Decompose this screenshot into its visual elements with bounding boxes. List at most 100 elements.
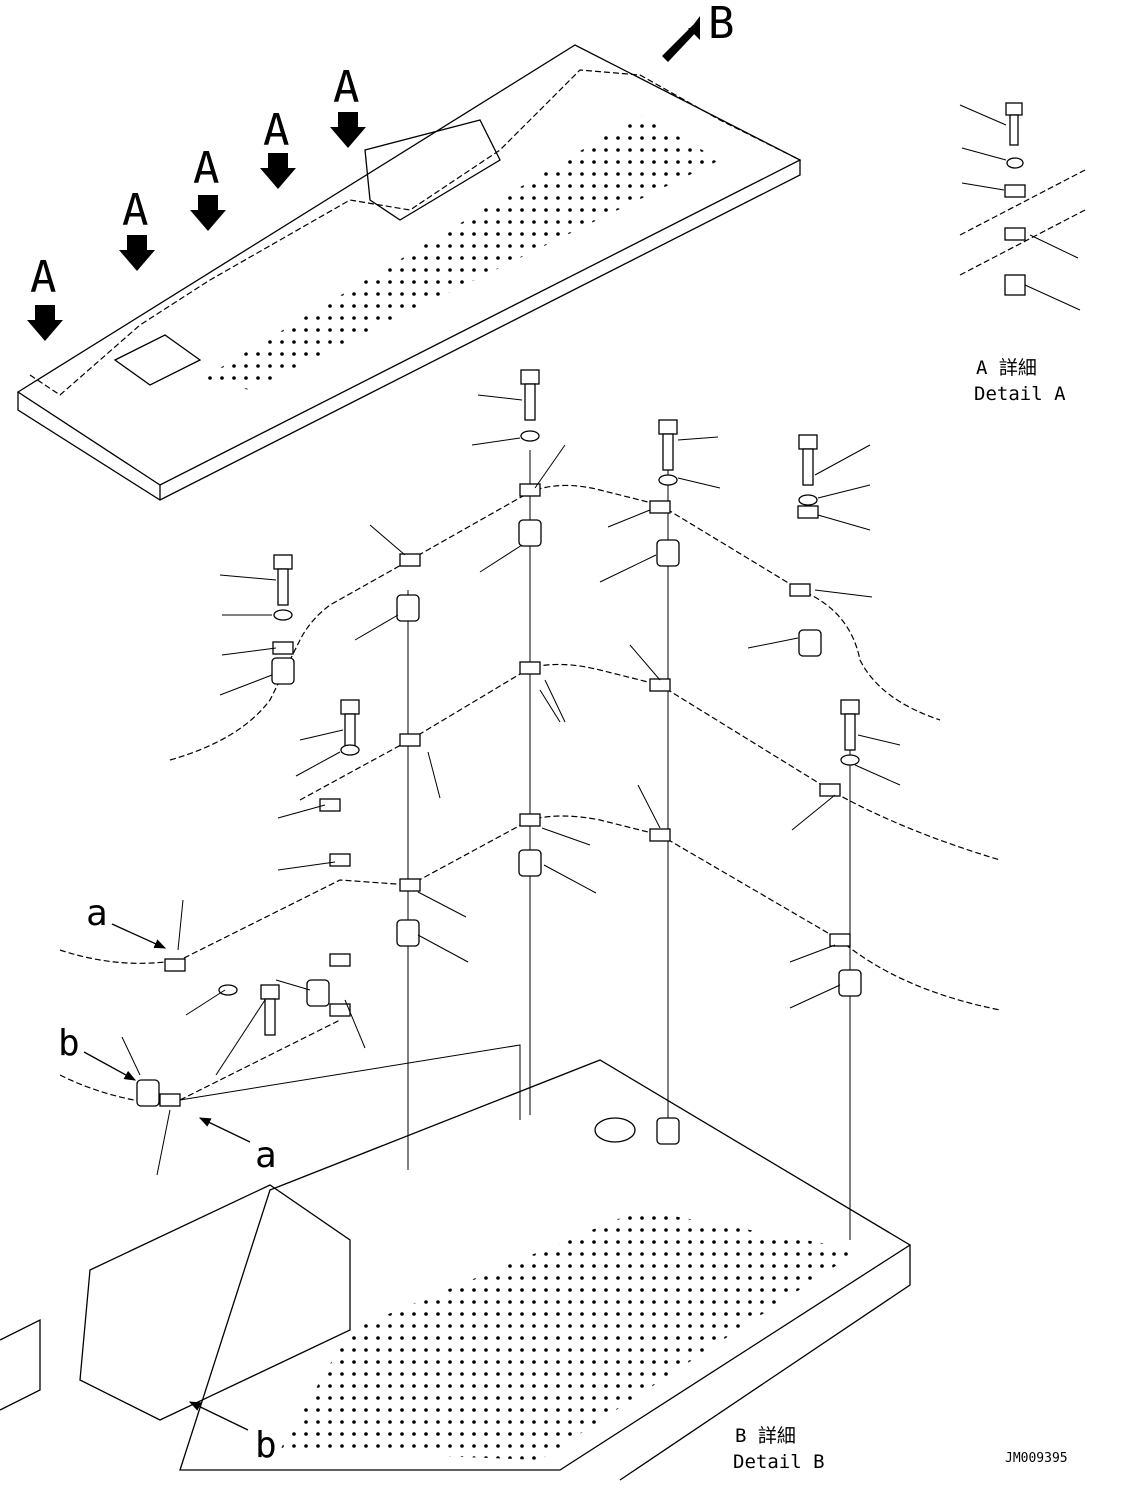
detail-a-label-en: Detail A <box>974 383 1066 405</box>
leader-line <box>479 544 523 573</box>
leader-line <box>789 944 836 963</box>
leader-line <box>177 899 184 951</box>
spacer-collar <box>518 849 542 877</box>
leader-line <box>629 644 661 681</box>
callout-small-a-2: a <box>255 1135 277 1176</box>
callout-arrow <box>111 923 167 949</box>
bolt-shank <box>264 998 276 1036</box>
callout-a-3: A <box>193 143 220 194</box>
leader-line <box>599 554 657 583</box>
detail-b-label-en: Detail B <box>733 1451 825 1473</box>
callout-arrow <box>188 1401 249 1431</box>
clamp <box>519 483 541 497</box>
washer <box>340 744 360 756</box>
view-a-arrow <box>330 112 366 148</box>
view-a-arrow <box>190 195 226 231</box>
leader-line <box>854 764 901 786</box>
clamp <box>819 783 841 797</box>
junction-box <box>79 1184 351 1421</box>
callout-arrow <box>83 1051 137 1081</box>
leader-line <box>677 436 719 441</box>
clamp <box>399 733 421 747</box>
top-panel <box>16 44 802 501</box>
washer <box>840 754 860 766</box>
leader-line <box>185 989 226 1016</box>
bolt-head <box>273 554 293 570</box>
bolt-shank <box>524 383 536 421</box>
leader-line <box>747 637 799 649</box>
callout-a-4: A <box>263 105 290 156</box>
callout-b: B <box>708 0 735 49</box>
washer <box>218 984 238 996</box>
callout-small-a-1: a <box>86 893 108 934</box>
callout-a-5: A <box>333 62 360 113</box>
washer <box>273 609 293 621</box>
clamp <box>797 505 819 519</box>
bolt-shank <box>277 568 289 606</box>
clamp <box>329 853 351 867</box>
leader-line <box>637 784 661 829</box>
clamp <box>519 661 541 675</box>
clamp <box>829 933 851 947</box>
spacer-collar <box>136 1079 160 1107</box>
view-a-callouts <box>27 112 366 341</box>
clamp <box>329 953 351 967</box>
clamp <box>164 958 186 972</box>
leader-line <box>277 804 326 819</box>
spacer-collar <box>656 539 680 567</box>
callout-small-b-2: b <box>255 1425 277 1466</box>
spacer-collar <box>396 919 420 947</box>
spacer-collar <box>306 979 330 1007</box>
detail-a-label-jp: A 詳細 <box>976 357 1037 379</box>
leader-line <box>541 827 591 846</box>
leader-line <box>607 509 651 528</box>
spacer-collar <box>518 519 542 547</box>
leader-line <box>344 999 366 1049</box>
leader-line <box>539 689 561 723</box>
callout-arrow <box>198 1117 251 1143</box>
leader-line <box>471 437 521 446</box>
spacer-collar <box>396 594 420 622</box>
clamp <box>399 553 421 567</box>
bolt-head <box>260 984 280 1000</box>
bolt-head <box>840 699 860 715</box>
clamp <box>159 1093 181 1107</box>
leader-line <box>677 477 721 489</box>
bolt-head <box>520 369 540 385</box>
leader-line <box>544 679 566 723</box>
leader-line <box>857 734 901 746</box>
bolt-head <box>340 699 360 715</box>
bolt-head <box>658 419 678 435</box>
clamp <box>519 813 541 827</box>
clamp <box>649 828 671 842</box>
leader-line <box>156 1109 171 1176</box>
washer <box>658 474 678 486</box>
view-b-arrow <box>662 16 700 62</box>
washer <box>798 494 818 506</box>
bolt-shank <box>662 433 674 471</box>
top-harness <box>29 69 801 396</box>
view-a-arrow <box>260 153 296 189</box>
leader-line <box>295 751 341 777</box>
leader-line <box>299 729 344 741</box>
bolt-shank <box>802 448 814 486</box>
leader-line <box>275 979 311 991</box>
leader-line <box>417 934 469 963</box>
leader-line <box>817 514 871 531</box>
clamp <box>399 878 421 892</box>
leader-line <box>354 614 399 641</box>
leader-line <box>417 891 467 918</box>
leader-line <box>277 861 336 871</box>
callout-a-2: A <box>122 185 149 236</box>
leader-line <box>534 444 566 489</box>
leader-line <box>219 674 273 696</box>
bolt-head <box>798 434 818 450</box>
clamp <box>789 583 811 597</box>
leader-line <box>369 524 406 556</box>
leader-lines <box>121 394 901 1176</box>
parts <box>136 369 862 1145</box>
leader-line <box>215 999 266 1076</box>
detail-b-label-jp: B 詳細 <box>735 1425 796 1447</box>
spacer-collar <box>656 1117 680 1145</box>
leader-line <box>121 1036 141 1076</box>
